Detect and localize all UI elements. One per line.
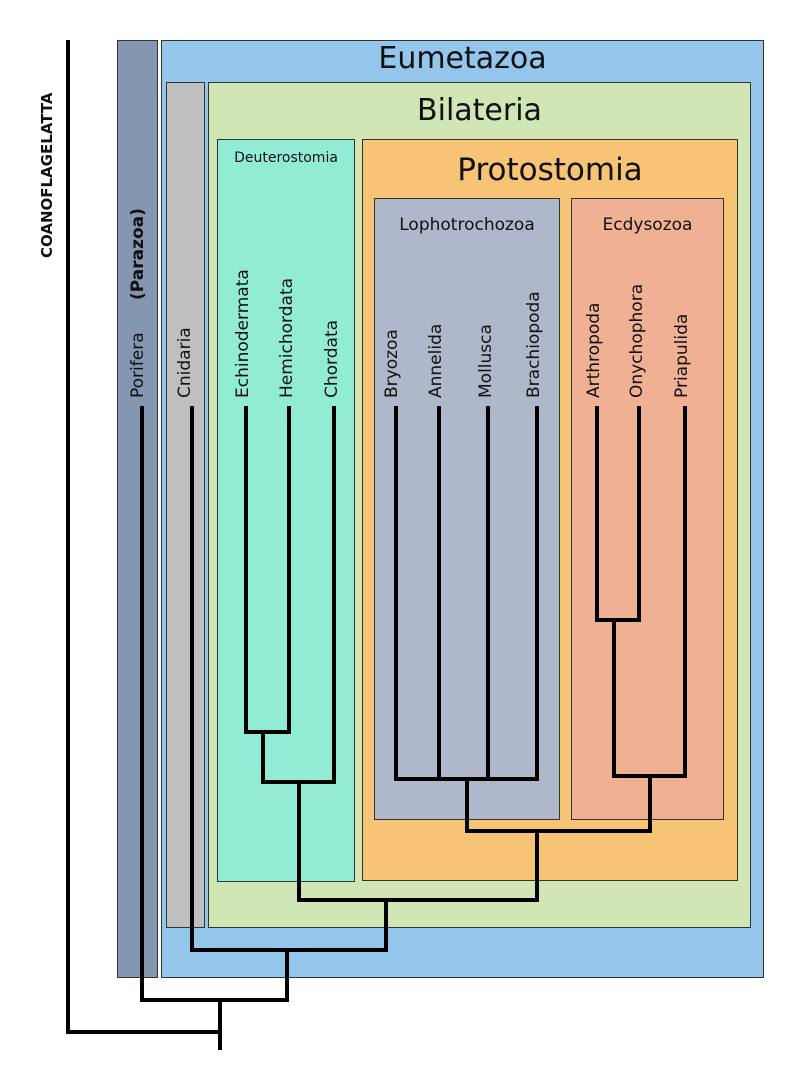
ecdysozoa-title: Ecdysozoa (602, 215, 693, 235)
branch-chordata (261, 406, 336, 784)
branch-porifera (140, 406, 289, 1002)
lophotrochozoa-title: Lophotrochozoa (399, 215, 535, 235)
branch-priapulida (612, 406, 687, 778)
lophotrochozoa-box: Lophotrochozoa (374, 198, 560, 820)
branch-coanoflagelatta (66, 40, 222, 1034)
parazoa-box (117, 40, 158, 978)
bilateria-title: Bilateria (417, 93, 542, 128)
branch-cnidaria (190, 406, 388, 952)
deuterostomia-title: Deuterostomia (234, 150, 338, 166)
cnidaria-box (166, 82, 205, 928)
eumetazoa-title: Eumetazoa (378, 41, 547, 76)
branch-echinodermata (244, 406, 291, 734)
protostomia-title: Protostomia (457, 152, 643, 188)
branch-arthropoda (595, 406, 641, 622)
